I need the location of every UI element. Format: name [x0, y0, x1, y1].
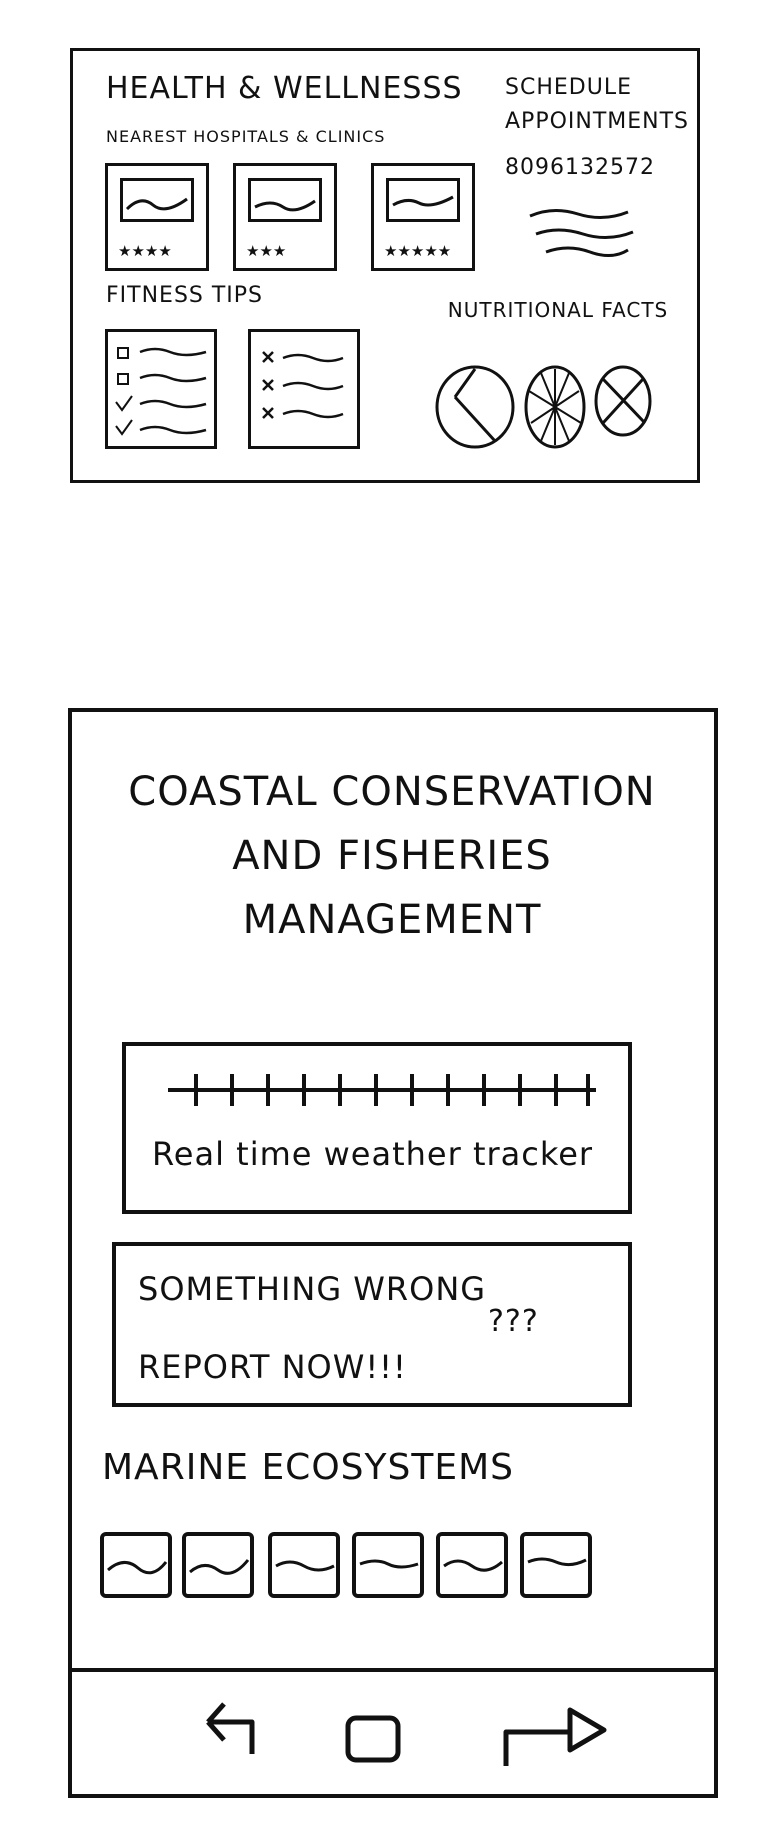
coastal-app-phone-frame: COASTAL CONSERVATION AND FISHERIES MANAG…	[68, 708, 718, 1798]
ecosystem-thumbnail[interactable]	[182, 1532, 254, 1598]
image-placeholder-icon	[120, 178, 194, 222]
pie-chart-icon[interactable]	[593, 361, 655, 441]
hospital-card[interactable]: ★★★	[233, 163, 337, 271]
image-placeholder-icon	[189, 1559, 250, 1575]
ecosystem-thumbnail[interactable]	[520, 1532, 592, 1598]
fitness-tip-card[interactable]	[248, 329, 360, 449]
ecosystem-thumbnail[interactable]	[352, 1532, 424, 1598]
image-placeholder-icon	[248, 178, 322, 222]
text-placeholder	[529, 209, 634, 257]
image-placeholder-icon	[359, 1559, 419, 1569]
x-list-icon	[262, 351, 344, 419]
weather-tracker-widget[interactable]: Real time weather tracker	[122, 1042, 632, 1214]
rating-stars: ★★★	[246, 242, 287, 260]
image-placeholder-icon	[107, 1561, 168, 1575]
report-heading: SOMETHING WRONG	[138, 1270, 487, 1308]
health-wellness-wireframe: HEALTH & WELLNESSS NEAREST HOSPITALS & C…	[70, 48, 700, 483]
fitness-tip-card[interactable]	[105, 329, 217, 449]
bottom-navigation-bar	[72, 1668, 714, 1794]
image-placeholder-icon	[386, 178, 460, 222]
report-question-marks: ???	[488, 1304, 539, 1339]
page-title: HEALTH & WELLNESSS	[106, 71, 463, 106]
back-arrow-icon[interactable]	[172, 1692, 272, 1772]
fitness-tips-heading: FITNESS TIPS	[106, 283, 264, 308]
page-title: COASTAL CONSERVATION AND FISHERIES MANAG…	[128, 769, 656, 943]
marine-ecosystems-heading: MARINE ECOSYSTEMS	[102, 1447, 514, 1488]
pie-chart-icon[interactable]	[433, 361, 517, 451]
pie-chart-icon[interactable]	[523, 361, 589, 451]
checklist-icon	[115, 347, 207, 436]
rating-stars: ★★★★★	[384, 242, 452, 260]
report-problem-button[interactable]: SOMETHING WRONG ??? REPORT NOW!!!	[112, 1242, 632, 1407]
ecosystem-thumbnail[interactable]	[436, 1532, 508, 1598]
hospitals-heading: NEAREST HOSPITALS & CLINICS	[106, 127, 386, 146]
image-placeholder-icon	[443, 1559, 503, 1572]
forward-arrow-icon[interactable]	[492, 1692, 622, 1772]
ecosystem-thumbnail[interactable]	[268, 1532, 340, 1598]
report-cta: REPORT NOW!!!	[138, 1348, 407, 1386]
home-square-icon[interactable]	[334, 1692, 414, 1772]
nutritional-facts-heading: NUTRITIONAL FACTS	[447, 298, 669, 322]
weather-tracker-label: Real time weather tracker	[152, 1135, 594, 1173]
hospital-card[interactable]: ★★★★★	[371, 163, 475, 271]
hospital-card[interactable]: ★★★★	[105, 163, 209, 271]
image-placeholder-icon	[275, 1560, 335, 1572]
timeline-ruler-icon	[168, 1074, 596, 1106]
phone-number[interactable]: 8096132572	[505, 155, 655, 180]
ecosystem-thumbnail[interactable]	[100, 1532, 172, 1598]
rating-stars: ★★★★	[118, 242, 172, 260]
schedule-appointments-link[interactable]: SCHEDULE APPOINTMENTS	[505, 75, 690, 134]
image-placeholder-icon	[527, 1557, 587, 1567]
